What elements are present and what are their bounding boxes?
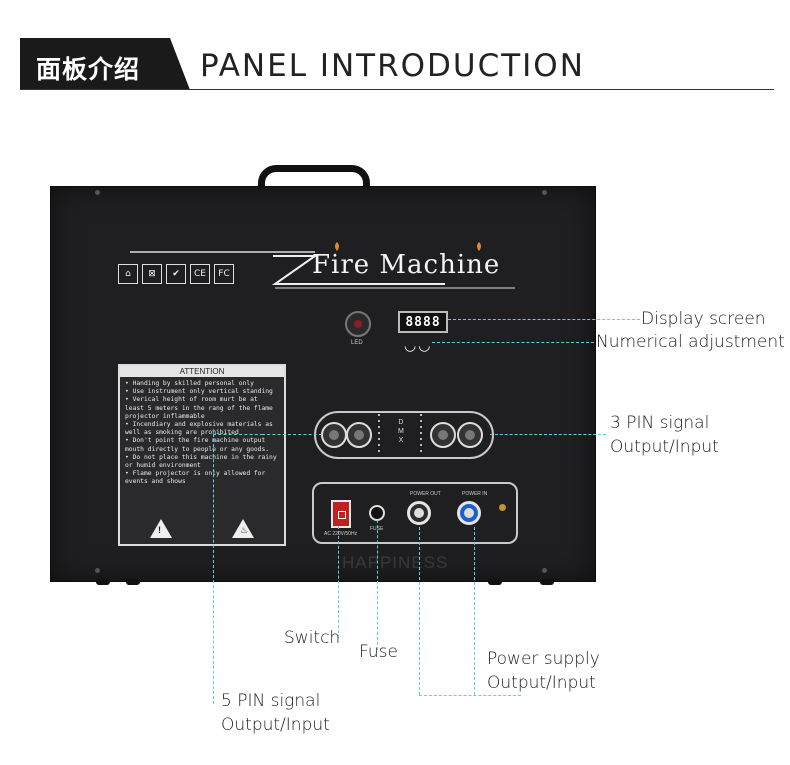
switch-label: AC 220V/50Hz — [324, 531, 358, 537]
label-switch: Switch — [284, 628, 341, 648]
fuse-holder-icon — [369, 505, 385, 521]
xlr-3pin-icon — [346, 422, 372, 448]
power-switch — [331, 500, 351, 528]
led-indicator — [345, 311, 371, 337]
label-display-screen: Display screen — [641, 309, 766, 329]
brand-name: Fire Machine — [312, 250, 501, 280]
machine-foot — [488, 579, 502, 585]
ground-screw-icon — [499, 504, 506, 511]
dmx-label: D M X — [398, 419, 404, 444]
power-panel — [312, 482, 518, 544]
callout-line-fuse — [377, 520, 378, 650]
adjust-knobs-icon: ◡◡ — [404, 337, 433, 353]
header-title-cn: 面板介绍 — [36, 55, 141, 84]
attention-text: • Handing by skilled personal only • Use… — [125, 380, 277, 486]
callout-line-power-bottom — [419, 695, 521, 696]
attention-title: ATTENTION — [120, 366, 284, 377]
attention-label: ATTENTION • Handing by skilled personal … — [118, 364, 286, 546]
label-numerical-adjustment: Numerical adjustment — [596, 332, 785, 352]
screw-icon — [542, 190, 547, 195]
label-5pin-line1: 5 PIN signal — [221, 691, 321, 711]
callout-line-5pin-top — [213, 434, 263, 435]
ce-icon: CE — [190, 264, 210, 284]
fire-warning-icon: ♨ — [232, 519, 254, 538]
house-icon: ⌂ — [118, 264, 138, 284]
rohs-icon: ✔ — [166, 264, 186, 284]
machine-foot — [96, 579, 110, 585]
xlr-5pin-icon — [321, 422, 347, 448]
machine-handle — [258, 165, 370, 201]
certification-icons: ⌂ ⊠ ✔ CE FC — [118, 264, 234, 284]
screw-icon — [95, 190, 100, 195]
screw-icon — [542, 568, 547, 573]
callout-line-3pin — [490, 434, 606, 435]
machine-foot — [540, 579, 554, 585]
dmx-dots-icon — [378, 414, 380, 454]
screw-icon — [95, 568, 100, 573]
callout-line-5pin-h — [262, 434, 322, 435]
callout-line-display — [448, 319, 640, 320]
dmx-panel — [314, 411, 494, 459]
label-3pin-line1: 3 PIN signal — [610, 413, 710, 433]
led-dot-icon — [354, 320, 362, 328]
dmx-dots-icon — [420, 414, 422, 454]
label-5pin-line2: Output/Input — [221, 715, 330, 735]
display-screen: 8888 — [398, 311, 448, 333]
power-out-label: POWER OUT — [410, 491, 441, 497]
label-power-line1: Power supply — [487, 649, 600, 669]
xlr-5pin-icon — [430, 422, 456, 448]
fcc-icon: FC — [214, 264, 234, 284]
header-banner — [20, 38, 190, 90]
machine-foot — [126, 579, 140, 585]
led-label: LED — [351, 340, 363, 346]
header-divider — [20, 89, 774, 90]
power-in-label: POWER IN — [462, 491, 488, 497]
callout-line-adjust — [432, 342, 594, 343]
brand-swoosh-icon — [130, 242, 515, 289]
callout-line-switch — [338, 526, 339, 638]
power-out-connector-icon — [407, 501, 431, 525]
label-fuse: Fuse — [359, 642, 398, 662]
label-3pin-line2: Output/Input — [610, 437, 719, 457]
watermark: HAPPINESS — [342, 553, 449, 572]
warning-icon: ! — [150, 519, 172, 538]
callout-line-power-in — [474, 527, 475, 695]
fuse-label: FUSE — [370, 526, 384, 532]
callout-line-5pin-v — [213, 434, 214, 704]
label-power-line2: Output/Input — [487, 673, 596, 693]
callout-line-power-out — [419, 527, 420, 695]
power-in-connector-icon — [457, 501, 481, 525]
weee-icon: ⊠ — [142, 264, 162, 284]
xlr-3pin-icon — [457, 422, 483, 448]
header-title-en: PANEL INTRODUCTION — [200, 48, 585, 84]
